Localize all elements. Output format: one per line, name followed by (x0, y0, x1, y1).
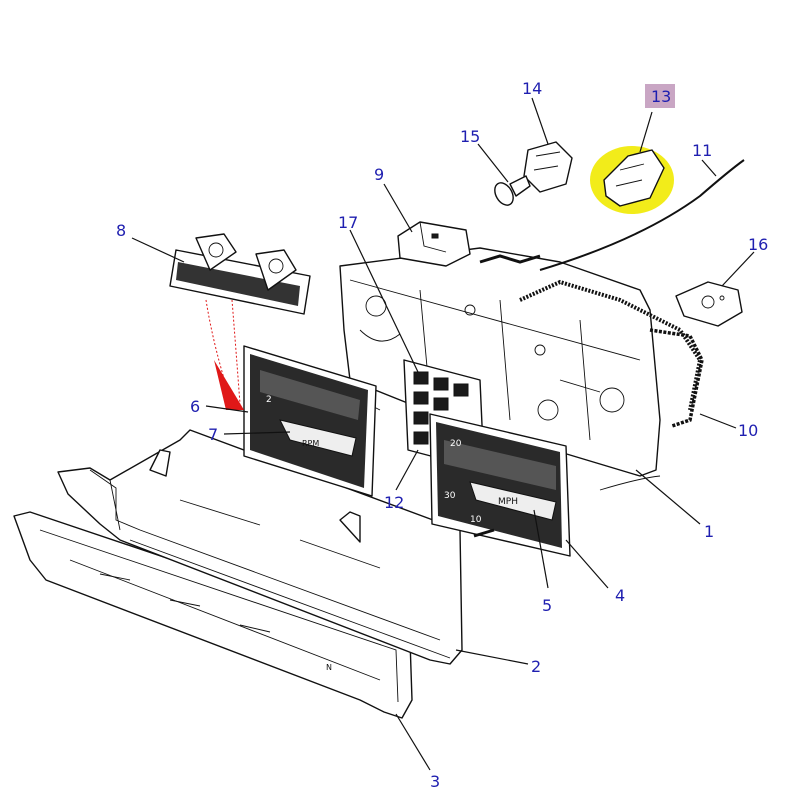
part-9-connector (397, 221, 471, 267)
assembly-arrow (205, 299, 244, 410)
leader-lines (131, 97, 755, 771)
part-16-plug (675, 281, 743, 327)
tacho-unit-label: RPM (302, 439, 319, 448)
callout-13-highlight-box (645, 84, 675, 108)
part-11-cable (539, 159, 745, 271)
callout-1: 1 (704, 522, 714, 541)
callout-11: 11 (692, 141, 712, 160)
callout-3: 3 (430, 772, 440, 791)
part-14-bulb-holder (523, 141, 573, 193)
tacho-scale-label: 2 (266, 395, 272, 405)
part-13-bulb-holder-highlighted (590, 146, 674, 214)
part-2-bezel (57, 429, 463, 665)
callout-6: 6 (190, 397, 200, 416)
callout-14: 14 (522, 79, 542, 98)
speedo-scale-20: 20 (450, 439, 462, 449)
speedo-scale-10: 10 (470, 515, 482, 525)
callout-9: 9 (374, 165, 384, 184)
callout-2: 2 (531, 657, 541, 676)
callout-15: 15 (460, 127, 480, 146)
part-6-tachometer: 2 (243, 345, 377, 497)
callout-labels: 1 2 3 4 5 6 7 8 9 10 11 12 13 14 15 16 1… (116, 79, 768, 791)
speedo-unit-label: MPH (498, 497, 518, 507)
part-15-bulb (494, 175, 531, 206)
callout-13: 13 (651, 87, 671, 106)
callout-17: 17 (338, 213, 358, 232)
part-8-bulb-carrier (169, 233, 311, 315)
lens-n-mark: N (326, 663, 332, 672)
callout-5: 5 (542, 596, 552, 615)
callout-12: 12 (384, 493, 404, 512)
callout-7: 7 (208, 425, 218, 444)
callout-8: 8 (116, 221, 126, 240)
callout-10: 10 (738, 421, 758, 440)
speedo-scale-30: 30 (444, 491, 456, 501)
part-7-tacho-pointer: RPM (279, 419, 357, 457)
part-10-printed-circuit (599, 328, 704, 491)
callout-16: 16 (748, 235, 768, 254)
callout-4: 4 (615, 586, 625, 605)
part-4-speedometer: 20 30 10 (429, 413, 571, 557)
